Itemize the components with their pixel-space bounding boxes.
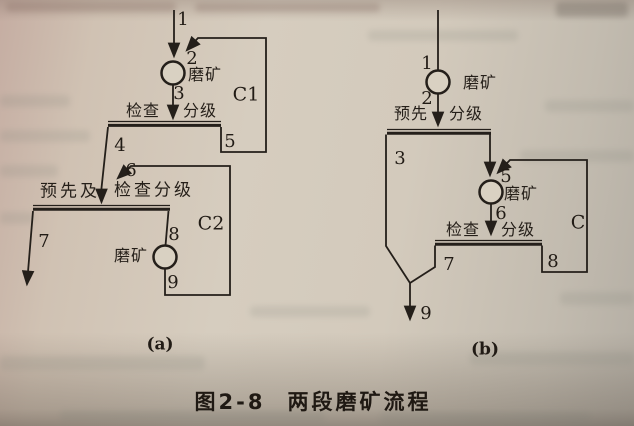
b-mill2-circle	[478, 179, 504, 205]
b-stream-label-8: 8	[547, 251, 559, 272]
b-stream7-line	[409, 245, 436, 284]
a-classifier1-label-left: 检查	[125, 101, 161, 120]
b-mill2-label: 磨矿	[503, 184, 539, 203]
a-mill2-circle	[152, 244, 178, 270]
figure-caption: 图2-8 两段磨矿流程	[0, 386, 626, 416]
a-stream-label-4: 4	[114, 135, 126, 156]
a-stream-label-3: 3	[173, 83, 185, 104]
a-mill1-label: 磨矿	[187, 65, 223, 84]
a-loop1-label: C1	[232, 83, 260, 106]
b-stream-label-3: 3	[394, 148, 406, 169]
a-stream-label-2: 2	[186, 48, 198, 69]
b-stream-label-2: 2	[421, 88, 433, 109]
a-stream7-line	[21, 210, 35, 287]
b-classifier2-label-left: 检查	[445, 220, 481, 239]
figure-caption-number: 图2-8	[194, 390, 266, 414]
a-stream-label-8: 8	[168, 224, 180, 245]
a-recycle-loop-c2	[116, 164, 231, 296]
a-classifier2-label-left: 预先及	[40, 181, 100, 202]
b-diagram-tag: (b)	[471, 339, 499, 360]
a-stream8-line	[164, 210, 170, 246]
b-stream-label-5: 5	[500, 166, 512, 187]
a-mill2-label: 磨矿	[113, 246, 149, 265]
a-mill1-circle	[160, 60, 186, 86]
a-stream-label-7: 7	[38, 231, 50, 252]
b-stream-label-6: 6	[495, 203, 507, 224]
b-classifier2-label-right: 分级	[500, 220, 536, 239]
a-stream4-line	[95, 126, 109, 205]
a-stream-label-1: 1	[177, 9, 189, 30]
b-mill1-label: 磨矿	[462, 73, 498, 92]
a-classifier2-label-right: 检查分级	[114, 180, 194, 201]
a-loop2-label: C2	[197, 212, 225, 235]
b-stream-label-9: 9	[420, 303, 432, 324]
b-loop-label: C	[570, 211, 586, 234]
b-stream-label-7: 7	[443, 254, 455, 275]
a-stream-label-6: 6	[125, 160, 137, 181]
b-stream-label-1: 1	[421, 53, 433, 74]
a-stream-label-9: 9	[167, 272, 179, 293]
a-diagram-tag: (a)	[146, 334, 174, 355]
a-recycle-loop-c1	[185, 35, 267, 153]
a-stream-label-5: 5	[224, 131, 236, 152]
b-classifier1-label-left: 预先	[393, 104, 429, 123]
b-classifier1-label-right: 分级	[448, 104, 484, 123]
figure-caption-title: 两段磨矿流程	[287, 390, 432, 414]
b-stream3-line	[385, 134, 411, 284]
a-classifier1-label-right: 分级	[182, 101, 218, 120]
b-recycle-loop-c	[496, 158, 588, 273]
